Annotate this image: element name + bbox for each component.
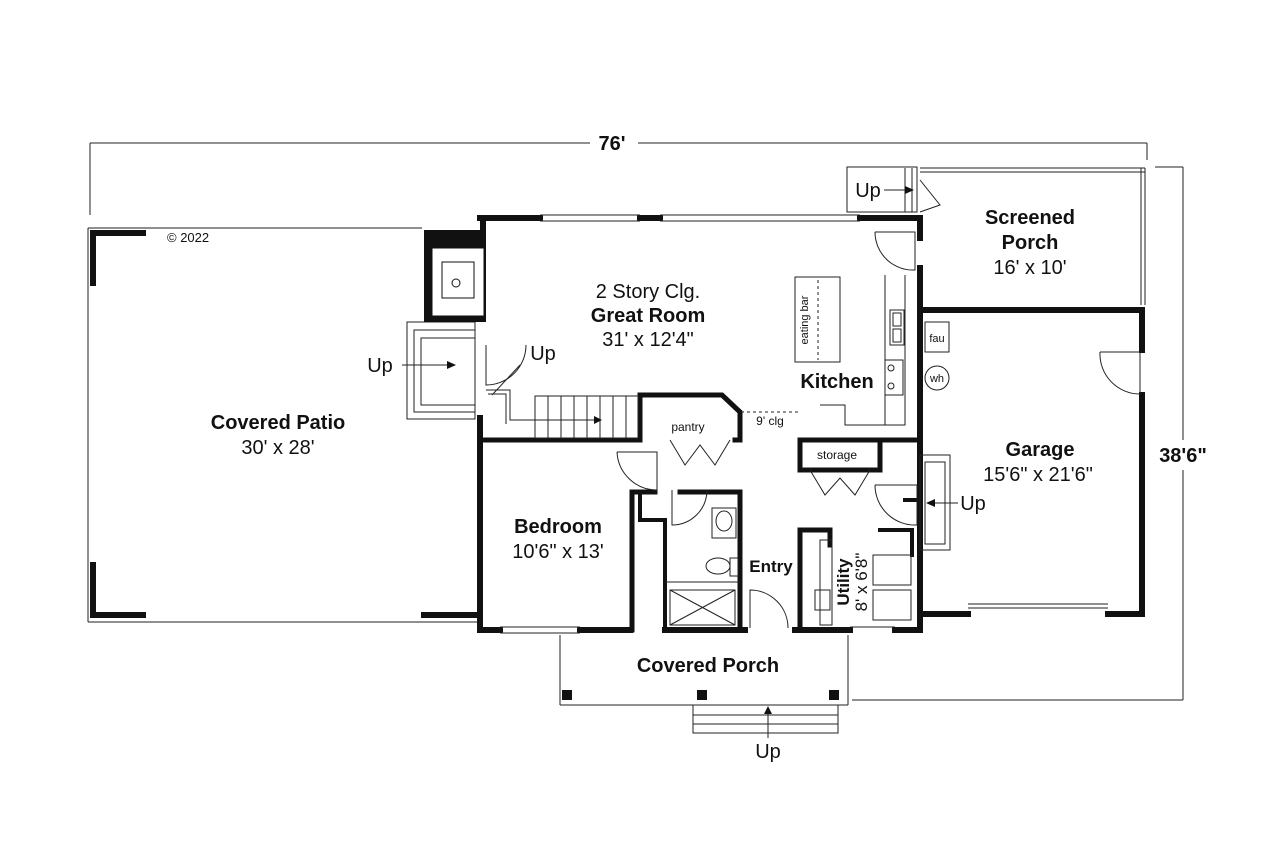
- eating-bar-label: eating bar: [799, 295, 811, 344]
- up-label-garage: Up: [960, 493, 986, 515]
- fau-label: fau: [929, 333, 944, 345]
- interior-walls: [480, 392, 923, 633]
- dimension-lines: [89, 142, 1184, 701]
- copyright-note: © 2022: [167, 230, 209, 245]
- screened-porch-size: 16' x 10': [993, 257, 1066, 279]
- screened-porch-outline: [846, 166, 1146, 305]
- width-dimension: 76': [598, 133, 625, 155]
- covered-patio-size: 30' x 28': [241, 437, 314, 459]
- up-label-patio: Up: [367, 355, 393, 377]
- wh-label: wh: [929, 373, 944, 385]
- utility-size: 8' x 6'8": [852, 553, 871, 612]
- exterior-walls: [477, 214, 1145, 634]
- garage-name: Garage: [1006, 439, 1075, 461]
- screened-porch-name-2: Porch: [1002, 232, 1059, 254]
- utility-name: Utility: [834, 558, 853, 606]
- storage-label: storage: [817, 448, 857, 462]
- utility-fixtures: [814, 321, 951, 626]
- up-arrows: [402, 186, 958, 507]
- depth-dimension: 38'6": [1159, 445, 1207, 467]
- covered-porch-name: Covered Porch: [637, 655, 779, 677]
- entry-name: Entry: [749, 557, 793, 576]
- fireplace: [424, 230, 486, 322]
- kitchen-fixtures: [741, 275, 906, 426]
- up-label-porch: Up: [755, 741, 781, 763]
- great-room-name: Great Room: [591, 305, 705, 327]
- covered-porch-outline: [559, 635, 849, 738]
- pantry-label: pantry: [671, 420, 704, 434]
- great-room-note: 2 Story Clg.: [596, 281, 700, 303]
- covered-patio-outline: [87, 227, 480, 623]
- bedroom-size: 10'6" x 13': [512, 541, 603, 563]
- covered-patio-name: Covered Patio: [211, 412, 345, 434]
- doors: [485, 179, 1141, 629]
- great-room-size: 31' x 12'4": [602, 329, 693, 351]
- text-labels: 76' 38'6" © 2022 2 Story Clg. Great Room…: [167, 133, 1207, 763]
- screened-porch-name-1: Screened: [985, 207, 1075, 229]
- up-label-screened-porch: Up: [855, 180, 881, 202]
- ceiling-note: 9' clg: [756, 414, 784, 428]
- stairs: [486, 364, 639, 439]
- bathroom-fixtures: [705, 507, 739, 577]
- garage-size: 15'6" x 21'6": [983, 464, 1093, 486]
- kitchen-name: Kitchen: [800, 371, 873, 393]
- bedroom-name: Bedroom: [514, 516, 602, 538]
- up-label-stairs: Up: [530, 343, 556, 365]
